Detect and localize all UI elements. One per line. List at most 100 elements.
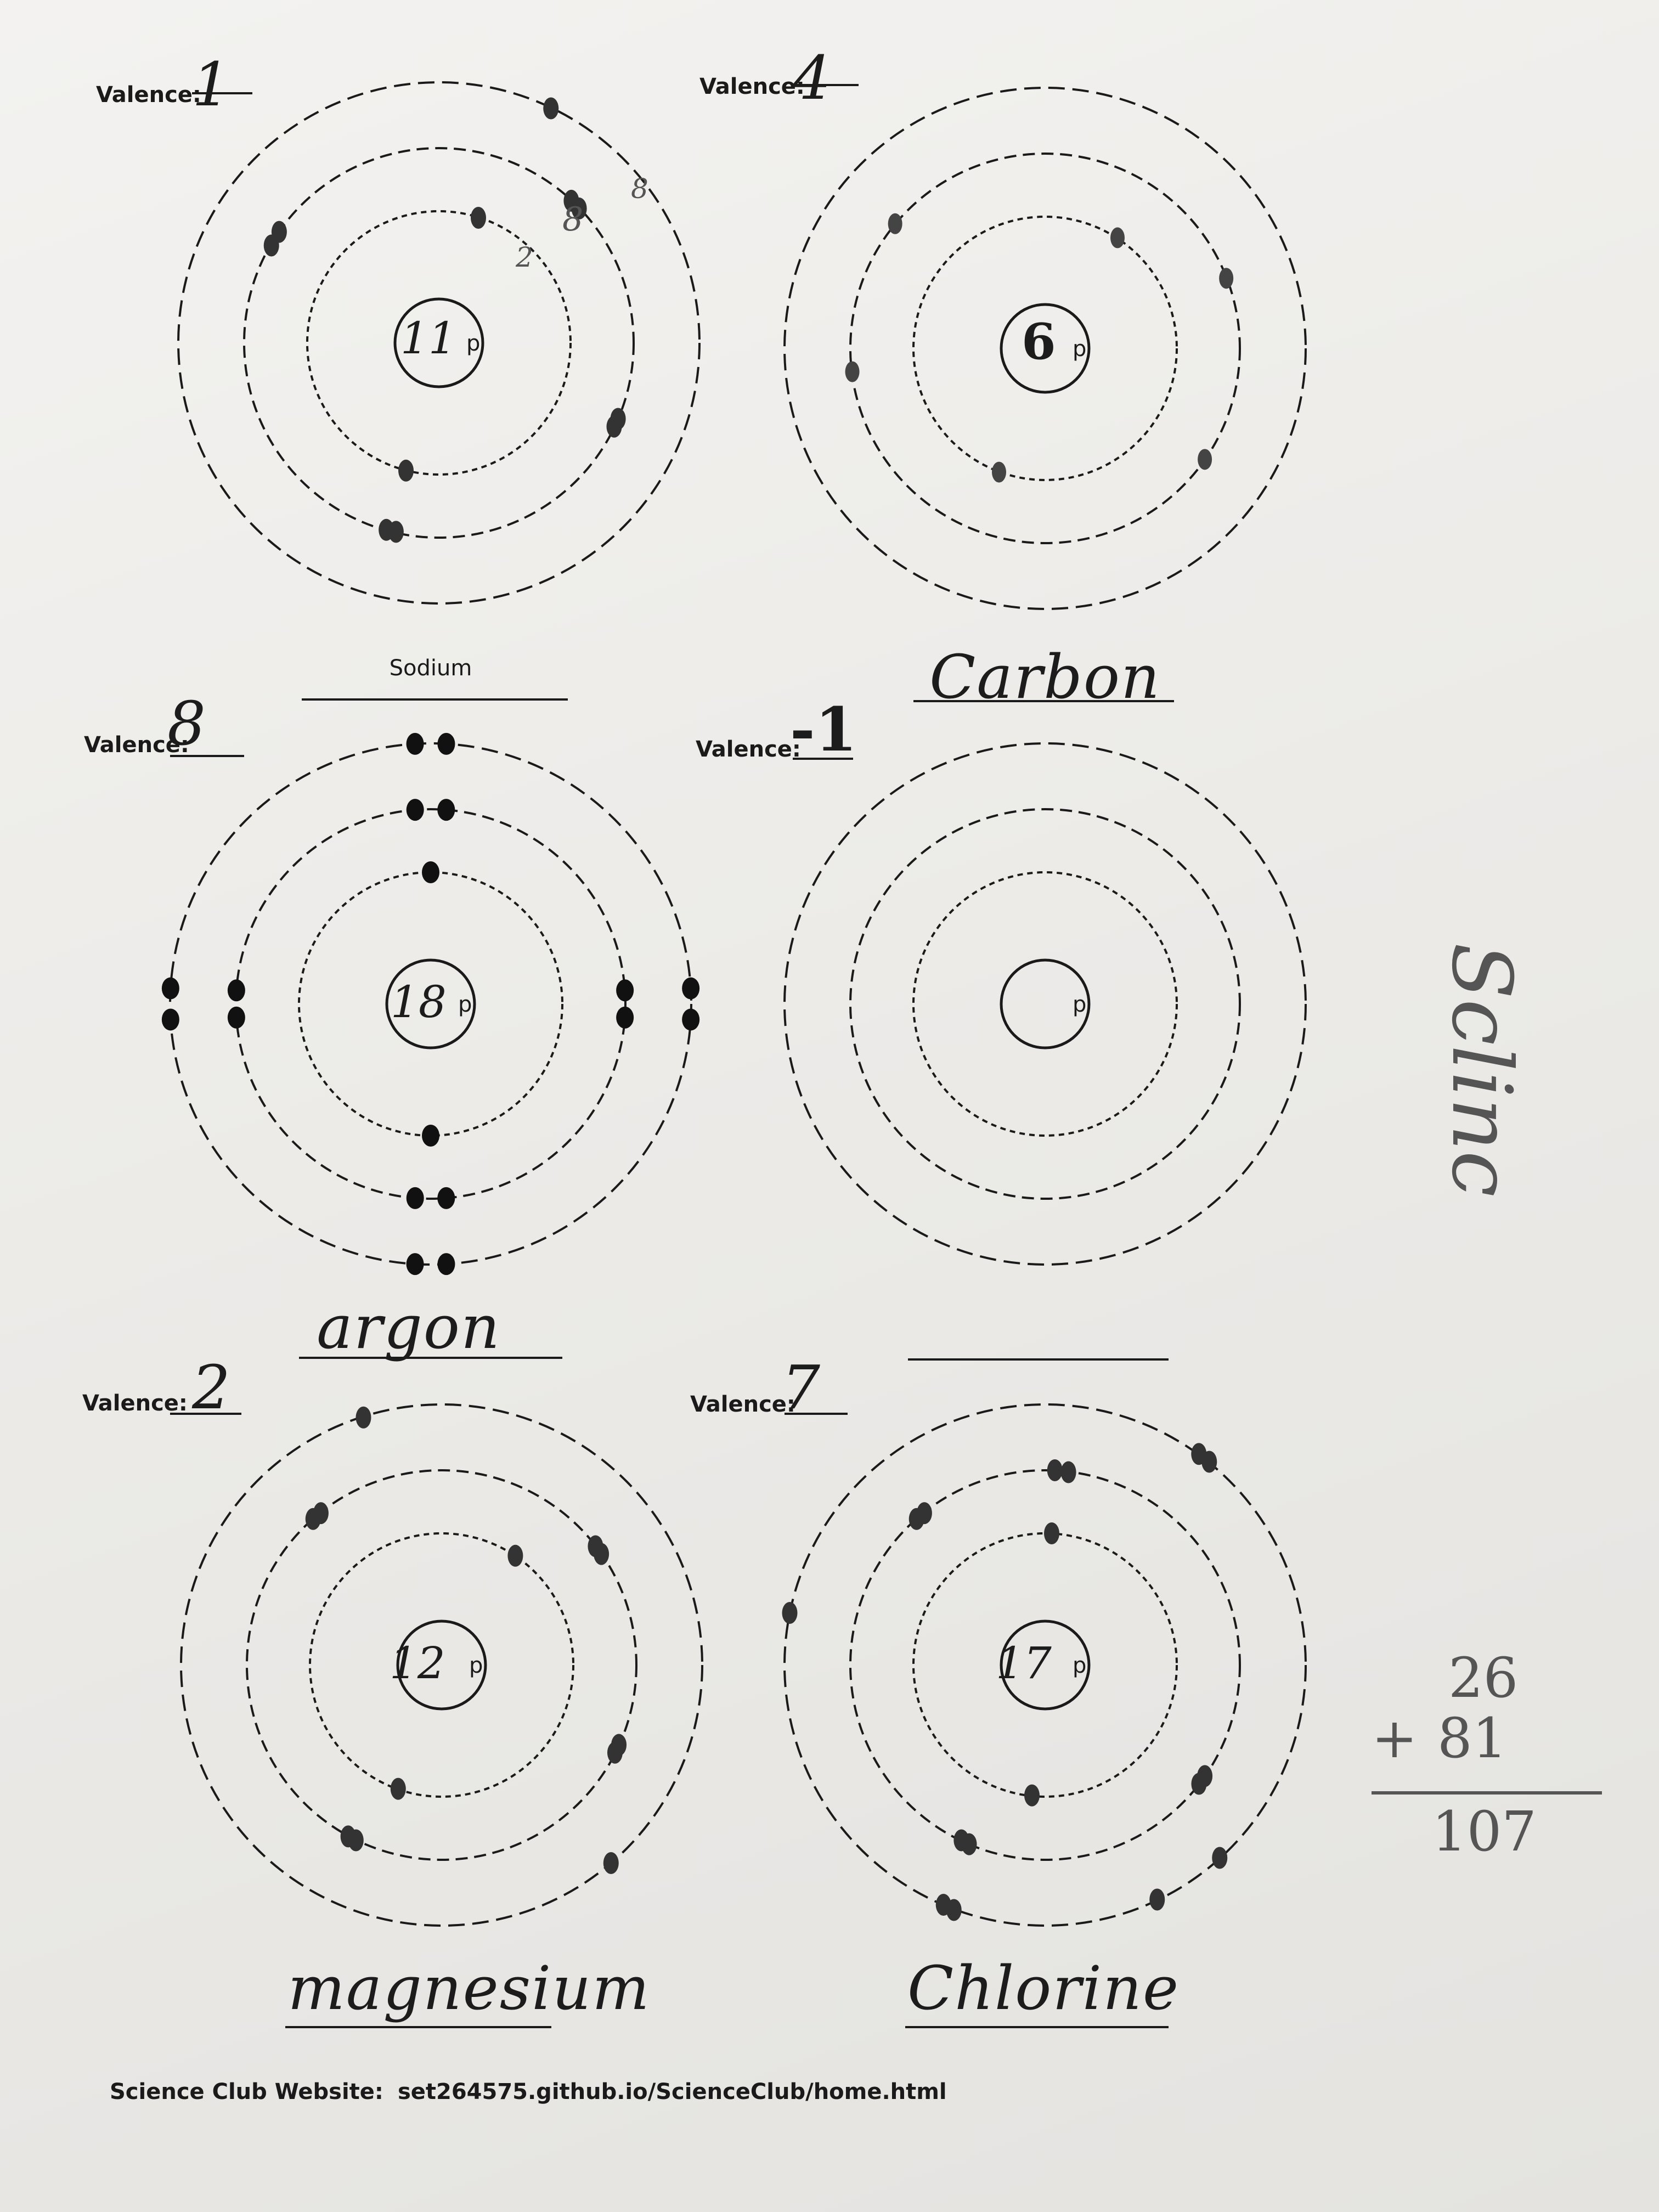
electron-magnesium xyxy=(607,1741,623,1764)
electron-sodium xyxy=(398,459,414,482)
electron-chlorine xyxy=(782,1602,798,1624)
shell-rings xyxy=(169,81,1307,1927)
electron-magnesium xyxy=(507,1544,523,1567)
electron-argon xyxy=(406,1187,424,1209)
proton-count-argon: 18 xyxy=(391,977,447,1028)
shell-2-argon xyxy=(235,808,627,1200)
shell-2-blank xyxy=(849,808,1241,1200)
electron-argon xyxy=(437,799,455,821)
nucleus-magnesium xyxy=(396,1620,487,1711)
electron-argon xyxy=(616,1006,634,1029)
nuclei xyxy=(385,297,1091,1711)
footer-label: Science Club Website: xyxy=(110,2079,383,2104)
electron-chlorine xyxy=(1044,1522,1059,1544)
electron-chlorine xyxy=(1047,1459,1063,1481)
electron-argon xyxy=(422,1125,439,1147)
electron-chlorine xyxy=(961,1833,977,1855)
electron-chlorine xyxy=(916,1502,932,1525)
electron-magnesium xyxy=(356,1406,371,1429)
electron-magnesium xyxy=(313,1502,329,1525)
shell-2-magnesium xyxy=(246,1469,637,1861)
shell-annotation-middle: 8 xyxy=(562,200,584,239)
electron-carbon xyxy=(1219,268,1234,289)
electron-argon xyxy=(406,799,424,821)
proton-symbol-argon: p xyxy=(458,992,472,1017)
electron-argon xyxy=(422,861,439,883)
nucleus-sodium xyxy=(393,297,484,388)
valence-label-carbon: Valence: xyxy=(699,74,805,99)
proton-count-magnesium: 12 xyxy=(390,1638,445,1689)
proton-symbol-magnesium: p xyxy=(469,1653,483,1678)
shell-2-chlorine xyxy=(849,1469,1241,1861)
electron-chlorine xyxy=(1149,1888,1165,1911)
electron-argon xyxy=(227,1006,245,1029)
electron-chlorine xyxy=(1197,1765,1213,1787)
element-name-magnesium: magnesium xyxy=(287,1953,651,2023)
electron-argon xyxy=(437,732,455,755)
electron-chlorine xyxy=(1212,1847,1228,1869)
electron-argon xyxy=(161,977,179,1000)
electron-magnesium xyxy=(348,1829,364,1852)
valence-label-blank: Valence: xyxy=(696,737,801,762)
electron-argon xyxy=(682,1008,700,1031)
shell-1-argon xyxy=(298,871,563,1137)
valence-label-sodium: Valence: xyxy=(96,82,201,108)
shell-3-magnesium xyxy=(180,1403,703,1927)
electron-chlorine xyxy=(1060,1461,1076,1483)
electron-argon xyxy=(682,977,700,1000)
shell-3-carbon xyxy=(783,87,1307,610)
shell-3-blank xyxy=(783,742,1307,1266)
shell-1-magnesium xyxy=(309,1532,574,1798)
shell-annotation-outer: 8 xyxy=(631,173,648,205)
valence-value-blank: -1 xyxy=(790,694,857,765)
electron-argon xyxy=(406,1253,424,1276)
valence-value-magnesium: 2 xyxy=(192,1352,230,1423)
shell-3-argon xyxy=(169,742,692,1266)
element-name-chlorine: Chlorine xyxy=(907,1953,1180,2023)
electron-argon xyxy=(616,979,634,1002)
electron-magnesium xyxy=(390,1778,406,1800)
nucleus-carbon xyxy=(1000,303,1091,394)
proton-symbol-sodium: p xyxy=(466,331,480,356)
footer-url[interactable]: set264575.github.io/ScienceClub/home.htm… xyxy=(397,2079,947,2104)
valence-value-argon: 8 xyxy=(167,689,206,759)
electron-chlorine xyxy=(1201,1451,1217,1473)
electron-sodium xyxy=(271,221,287,243)
electron-sodium xyxy=(388,521,404,543)
nucleus-argon xyxy=(385,958,476,1049)
element-name-argon: argon xyxy=(317,1292,501,1362)
proton-count-chlorine: 17 xyxy=(996,1638,1052,1689)
shell-1-sodium xyxy=(306,210,572,476)
proton-count-sodium: 11 xyxy=(400,313,456,364)
electron-sodium xyxy=(610,408,626,430)
electron-argon xyxy=(406,732,424,755)
valence-value-carbon: 4 xyxy=(793,43,831,113)
electrons xyxy=(161,97,1234,1921)
margin-scribble: Sclinc xyxy=(1434,943,1529,1197)
margin-arithmetic: 26 + 81 107 xyxy=(1372,1646,1602,1882)
electron-magnesium xyxy=(594,1543,610,1565)
electron-carbon xyxy=(992,461,1006,483)
electron-sodium xyxy=(543,97,559,120)
electron-carbon xyxy=(888,213,902,234)
electron-magnesium xyxy=(603,1852,619,1874)
sum-middle: 81 xyxy=(1437,1706,1508,1770)
valence-value-sodium: 1 xyxy=(192,49,230,120)
shell-annotation-inner: 2 xyxy=(516,241,533,273)
element-name-sodium: Sodium xyxy=(389,656,472,681)
electron-argon xyxy=(437,1187,455,1209)
nucleus-chlorine xyxy=(1000,1620,1091,1711)
proton-symbol-chlorine: p xyxy=(1073,1653,1086,1678)
shell-1-blank xyxy=(912,871,1178,1137)
nucleus-blank xyxy=(1000,958,1091,1049)
electron-carbon xyxy=(1198,449,1212,470)
shell-2-carbon xyxy=(849,153,1241,544)
element-name-carbon: Carbon xyxy=(929,642,1161,712)
valence-label-argon: Valence: xyxy=(84,732,189,758)
answer-lines xyxy=(170,84,1174,2028)
electron-carbon xyxy=(1110,227,1125,249)
electron-sodium xyxy=(471,207,486,229)
